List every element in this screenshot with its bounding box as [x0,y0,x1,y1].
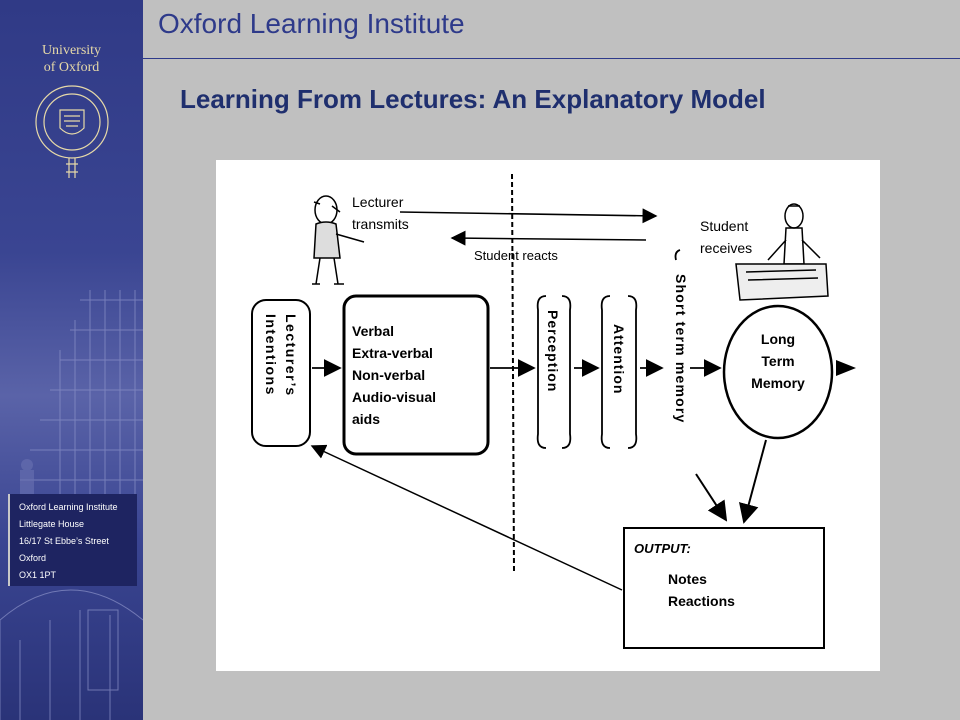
incoming-arrowhead [836,360,856,376]
long-term-memory-ellipse [722,304,834,440]
building-backdrop-graphic [0,290,143,720]
perception-bracket-right [561,295,572,449]
output-box [623,527,825,649]
attention-bracket-right [627,295,638,449]
ltm-label-line2: Term [761,353,794,369]
output-item: Reactions [668,593,735,609]
react-arrow [450,230,647,246]
slide-title: Learning From Lectures: An Explanatory M… [180,84,766,114]
student-figure [735,203,829,301]
attention-label: Attention [611,324,627,394]
lecturer-figure [312,195,365,285]
perception-bracket-left [536,295,547,449]
university-name-line1: University [41,43,102,58]
university-seal-icon [35,85,109,178]
address-line: Oxford Learning Institute [19,502,118,512]
student-reacts-label: Student reacts [474,248,558,263]
attention-bracket-left [600,295,611,449]
channel-item: Extra-verbal [352,345,433,361]
stm-bracket [674,249,681,261]
channel-item: Non-verbal [352,367,425,383]
output-title: OUTPUT: [634,541,691,556]
transmit-arrow [399,208,658,224]
channel-item: Verbal [352,323,394,339]
stm-to-output-arrow [695,473,728,522]
student-label-line1: Student [700,218,748,234]
sidebar: University of Oxford Oxford Learning Ins… [0,0,143,720]
lecturer-label-line2: transmits [352,216,409,232]
output-item: Notes [668,571,707,587]
university-name: University of Oxford [10,42,133,76]
address-line: Littlegate House [19,519,85,529]
lecturer-label-line1: Lecturer [352,194,404,210]
ltm-to-output-arrow [739,439,767,524]
dashed-divider [511,173,515,573]
ltm-label-line3: Memory [751,375,805,391]
short-term-memory-label: Short term memory [673,274,689,424]
lecture-model-diagram: Lecturer transmits Student receives Stud… [216,160,880,671]
address-line: 16/17 St Ebbe’s Street [19,536,109,546]
intentions-label-line2: Intentions [263,314,279,396]
intentions-label-line1: Lecturer’s [283,314,299,397]
channel-item: Audio-visual [352,389,436,405]
address-line: OX1 1PT [19,570,57,580]
channel-item: aids [352,411,380,427]
perception-label: Perception [545,310,561,392]
address-line: Oxford [19,553,47,563]
student-label-line2: receives [700,240,752,256]
feedback-arrow [310,444,623,591]
intentions-box [251,299,311,447]
ltm-label-line1: Long [761,331,795,347]
header-title: Oxford Learning Institute [158,8,465,39]
address-block: Oxford Learning Institute Littlegate Hou… [8,494,137,586]
university-name-line2: of Oxford [43,60,100,75]
header-divider [143,58,960,59]
channels-box [342,294,490,456]
